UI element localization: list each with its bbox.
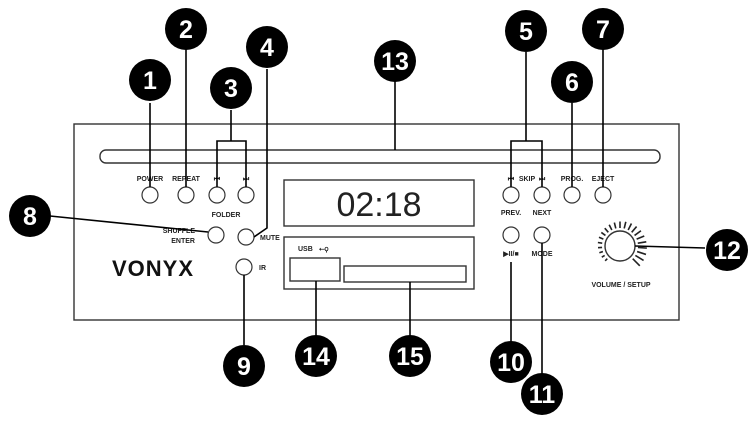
svg-text:4: 4 bbox=[260, 34, 274, 62]
callout-7: 7 bbox=[582, 8, 624, 50]
enter-label: ENTER bbox=[171, 238, 195, 245]
eject-button[interactable] bbox=[595, 187, 611, 203]
folder-prev-button[interactable] bbox=[209, 187, 225, 203]
svg-text:3: 3 bbox=[224, 75, 238, 103]
prev-label: PREV. bbox=[501, 210, 521, 217]
callout-14: 14 bbox=[295, 335, 337, 377]
svg-text:1: 1 bbox=[143, 67, 157, 95]
ir-label: IR bbox=[259, 265, 266, 272]
volume-knob[interactable] bbox=[605, 231, 635, 261]
svg-text:13: 13 bbox=[381, 48, 409, 76]
mute-label: MUTE bbox=[260, 235, 280, 242]
callout-1: 1 bbox=[129, 59, 171, 101]
repeat-button[interactable] bbox=[178, 187, 194, 203]
volume-tick bbox=[598, 242, 602, 243]
next-label: NEXT bbox=[533, 210, 552, 217]
callout-9: 9 bbox=[223, 345, 265, 387]
callout-12: 12 bbox=[706, 229, 748, 271]
power-button[interactable] bbox=[142, 187, 158, 203]
prev-button[interactable] bbox=[503, 187, 519, 203]
brand-logo: VONYX bbox=[112, 256, 194, 281]
svg-text:14: 14 bbox=[302, 343, 330, 371]
usb-symbol-icon: ⭠⚲ bbox=[319, 246, 329, 254]
callout-4: 4 bbox=[246, 26, 288, 68]
usb-label: USB bbox=[298, 246, 313, 253]
callout-13: 13 bbox=[374, 40, 416, 82]
mode-button[interactable] bbox=[534, 227, 550, 243]
mute-button[interactable] bbox=[238, 229, 254, 245]
volume-tick bbox=[638, 247, 647, 248]
svg-text:9: 9 bbox=[237, 353, 251, 381]
folder-label: FOLDER bbox=[212, 212, 241, 219]
callout-15: 15 bbox=[389, 335, 431, 377]
play-pause-stop-button[interactable] bbox=[503, 227, 519, 243]
play-pause-stop-label: ▶II/■ bbox=[502, 251, 518, 258]
svg-text:8: 8 bbox=[23, 203, 37, 231]
callout-5: 5 bbox=[505, 10, 547, 52]
svg-text:6: 6 bbox=[565, 69, 579, 97]
callout-11: 11 bbox=[521, 373, 563, 415]
display-time: 02:18 bbox=[336, 186, 421, 224]
svg-text:5: 5 bbox=[519, 18, 533, 46]
callout-2: 2 bbox=[165, 8, 207, 50]
cd-slot bbox=[100, 150, 660, 163]
ir-sensor bbox=[236, 259, 252, 275]
folder-next-button[interactable] bbox=[238, 187, 254, 203]
svg-text:2: 2 bbox=[179, 16, 193, 44]
svg-text:12: 12 bbox=[713, 237, 741, 265]
callout-8: 8 bbox=[9, 195, 51, 237]
next-button[interactable] bbox=[534, 187, 550, 203]
callout-10: 10 bbox=[490, 341, 532, 383]
callout-6: 6 bbox=[551, 61, 593, 103]
volume-setup-label: VOLUME / SETUP bbox=[591, 282, 650, 289]
svg-text:15: 15 bbox=[396, 343, 424, 371]
usb-port[interactable] bbox=[290, 258, 340, 281]
card-slot[interactable] bbox=[344, 266, 466, 282]
skip-label: SKIP bbox=[519, 176, 536, 183]
svg-text:7: 7 bbox=[596, 16, 610, 44]
svg-text:10: 10 bbox=[497, 349, 525, 377]
prog-button[interactable] bbox=[564, 187, 580, 203]
volume-tick bbox=[599, 252, 603, 253]
callout-3: 3 bbox=[210, 67, 252, 109]
svg-text:11: 11 bbox=[529, 381, 556, 409]
shuffle-enter-button[interactable] bbox=[208, 227, 224, 243]
